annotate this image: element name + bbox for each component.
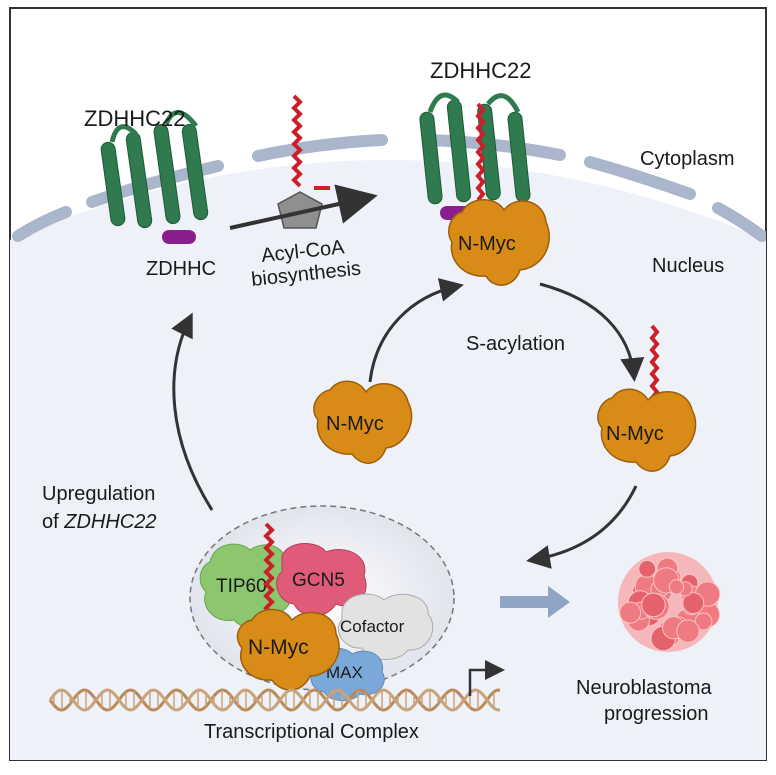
tumor-cell — [641, 592, 666, 618]
transcriptional-complex-label: Transcriptional Complex — [204, 721, 419, 743]
neuroblastoma-label-line1: Neuroblastoma — [576, 677, 713, 699]
nmyc-free-label: N-Myc — [326, 413, 384, 435]
wide-arrow-to-tumor — [500, 586, 570, 618]
s-acylation-arrow — [539, 282, 645, 382]
nmyc-complex — [236, 608, 340, 691]
zdhhc-motif-label: ZDHHC — [146, 258, 216, 280]
cofactor-protein — [337, 593, 434, 660]
nmyc-membrane — [448, 199, 551, 286]
s-acylation-label: S-acylation — [466, 333, 565, 355]
nmyc-complex-label: N-Myc — [248, 636, 309, 659]
arrow-to-membrane — [368, 278, 464, 383]
pentagon-icon — [277, 191, 323, 229]
upregulation-arrow — [171, 312, 214, 511]
transcription-start-arrow-icon — [468, 660, 505, 696]
tumor-cell — [668, 579, 685, 595]
nuclear-envelope — [12, 134, 766, 242]
nmyc-acylated — [597, 388, 697, 472]
seven-helix-transmembrane-icon — [100, 123, 209, 229]
dhhc-motif-left — [162, 230, 196, 244]
tumor-cell — [682, 592, 705, 615]
nucleus-label: Nucleus — [652, 255, 724, 277]
tumor-cell — [676, 619, 700, 643]
nmyc-acylated-label: N-Myc — [606, 423, 664, 445]
cofactor-label: Cofactor — [340, 617, 405, 636]
wavy-acyl-chain-icon-right — [475, 102, 486, 202]
zdhhc22-protein-right — [419, 92, 531, 220]
zdhhc22-protein-left — [100, 110, 209, 244]
seven-helix-transmembrane-icon — [419, 99, 531, 205]
wavy-acyl-chain-icon-complex — [263, 522, 275, 628]
max-label: MAX — [326, 663, 363, 682]
double-helix-icon — [48, 688, 501, 712]
tumor-cell — [694, 612, 713, 631]
tumor-cell — [638, 560, 656, 578]
cell-cluster-icon — [618, 552, 721, 652]
wavy-acyl-chain-icon — [291, 94, 303, 188]
arrow-to-complex — [526, 485, 638, 569]
zdhhc22-label-right: ZDHHC22 — [430, 58, 531, 83]
zdhhc22-label-left: ZDHHC22 — [84, 106, 185, 131]
tumor-cell — [619, 601, 642, 624]
upregulation-label-line2: of ZDHHC22 — [42, 511, 157, 533]
tip60-label: TIP60 — [216, 576, 267, 597]
gcn5-label: GCN5 — [292, 570, 345, 591]
cytoplasm-label: Cytoplasm — [640, 148, 734, 170]
acyl-coa-arrow — [229, 184, 378, 230]
nmyc-free — [313, 380, 413, 464]
upregulation-label-line1: Upregulation — [42, 483, 155, 505]
neuroblastoma-label-line2: progression — [604, 703, 709, 725]
nmyc-membrane-label: N-Myc — [458, 233, 516, 255]
